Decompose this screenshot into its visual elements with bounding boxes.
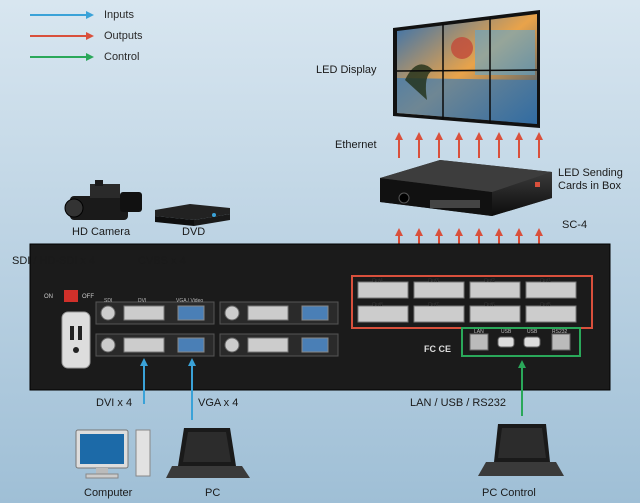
legend-outputs-label: Outputs xyxy=(104,30,143,42)
led-display-label: LED Display xyxy=(316,64,377,76)
out-port-label: Out1 xyxy=(540,278,551,284)
usb-port-2 xyxy=(523,336,541,348)
lan-port-label: LAN xyxy=(474,329,484,335)
vga-video-port-label: VGA / Video xyxy=(176,298,203,304)
usb-port-label-2: USB xyxy=(527,329,538,335)
computer-icon xyxy=(75,429,151,479)
hd-camera-label: HD Camera xyxy=(72,226,131,238)
usb-port xyxy=(497,336,515,348)
led-display-surfer-panel xyxy=(475,30,535,75)
dvd-player-icon xyxy=(155,204,230,226)
computer-label: Computer xyxy=(84,487,133,499)
rs232-port xyxy=(551,333,571,351)
dvi-port-label: DVI xyxy=(138,298,146,304)
pc-label: PC xyxy=(205,487,221,499)
out-port-label: Out3 xyxy=(428,278,439,284)
dvd-label: DVD xyxy=(182,226,206,238)
sc4-label: SC-4 xyxy=(562,219,588,231)
power-switch xyxy=(64,290,78,302)
power-on-text: ON xyxy=(44,294,53,300)
pc-control-label: PC Control xyxy=(482,487,536,499)
input-module-1 xyxy=(95,301,215,325)
legend-control-label: Control xyxy=(104,51,140,63)
hd-camera-icon xyxy=(64,180,142,220)
processor-panel xyxy=(29,243,611,391)
legend-inputs-label: Inputs xyxy=(104,9,134,21)
input-module-3 xyxy=(95,333,215,357)
vga-inputs-label: VGA x 4 xyxy=(198,397,239,409)
sc4-led xyxy=(535,182,540,187)
usb-port-label: USB xyxy=(501,329,512,335)
out-port-label: Out2 xyxy=(484,278,495,284)
sc4-sending-box xyxy=(380,160,552,216)
sdi-inputs-label: SDI / HD-SDI x 4 xyxy=(12,255,96,267)
led-display-sea xyxy=(397,78,537,124)
legend xyxy=(30,11,94,61)
led-sending-cards-label: LED Sending Cards in Box xyxy=(558,167,623,192)
pc-control-laptop-icon xyxy=(478,424,564,476)
sc4-button xyxy=(398,192,410,204)
pc-laptop-icon xyxy=(166,428,250,478)
ethernet-arrows xyxy=(395,132,543,158)
out-port-label: Out6 xyxy=(484,302,495,308)
fc-ce-mark: FC CE xyxy=(424,344,451,354)
sc4-lid xyxy=(380,160,552,192)
led-display-seam xyxy=(396,69,538,72)
control-module-border xyxy=(461,327,581,357)
ethernet-label: Ethernet xyxy=(335,139,377,151)
out-port-label: Out5 xyxy=(540,302,551,308)
out-port-label: Out7 xyxy=(428,302,439,308)
lan-usb-rs232-label: LAN / USB / RS232 xyxy=(410,397,506,409)
lan-port xyxy=(469,333,489,351)
input-module-2 xyxy=(219,301,339,325)
power-off-text: OFF xyxy=(82,294,94,300)
output-ports xyxy=(357,281,577,323)
cvbs-inputs-label: CVBS x 4 xyxy=(138,255,186,267)
rs232-port-label: RS232 xyxy=(552,329,568,335)
out-port-label: Out8 xyxy=(372,302,383,308)
out-port-label: Out4 xyxy=(372,278,383,284)
led-display-balloon xyxy=(451,37,473,59)
sc4-ports xyxy=(430,200,480,208)
power-socket xyxy=(61,311,91,369)
input-module-4 xyxy=(219,333,339,357)
led-display-tree xyxy=(405,64,433,100)
led-display xyxy=(393,10,540,128)
sdi-port-label: SDI xyxy=(104,298,112,304)
dvi-inputs-label: DVI x 4 xyxy=(96,397,133,409)
